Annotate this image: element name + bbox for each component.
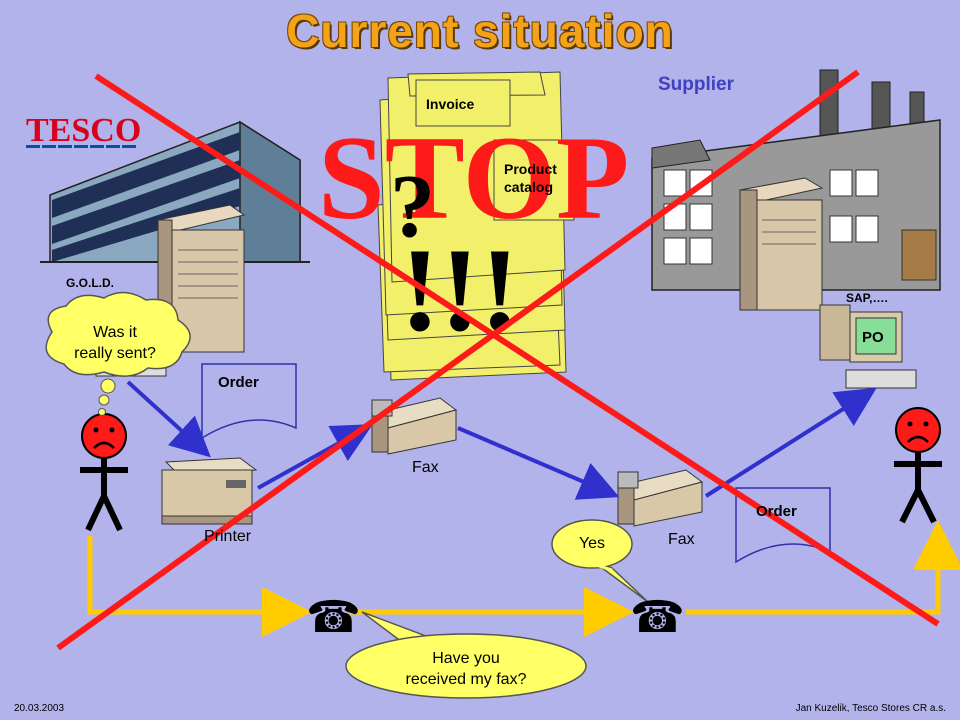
phone-right-icon: ☎ [630, 592, 685, 643]
fax-right-label: Fax [668, 531, 695, 548]
product-catalog-label: Product catalog [504, 160, 557, 196]
sap-server-icon [738, 177, 824, 311]
tesco-logo-text: TESCO [26, 112, 141, 149]
order-left-label: Order [218, 374, 259, 391]
fax-left-icon [370, 397, 458, 455]
question-mark: ? [390, 157, 435, 256]
speech-bubble-received [345, 611, 587, 699]
red-cross-icon [56, 69, 940, 651]
fax-right-icon [616, 469, 704, 527]
phone-line [87, 520, 960, 637]
printer-icon [161, 457, 258, 525]
gold-label: G.O.L.D. [66, 276, 114, 290]
sap-label: SAP,…. [846, 291, 888, 305]
supplier-pc-icon [819, 304, 917, 389]
bubble-sent-text: Was it really sent? [50, 322, 180, 364]
arrow-fax-to-supplier-pc [704, 387, 877, 498]
product-catalog-paper [493, 139, 575, 221]
order-right-label: Order [756, 503, 797, 520]
phone-left-icon: ☎ [306, 592, 361, 643]
supplier-label: Supplier [658, 74, 735, 95]
footer-date: 20.03.2003 [14, 703, 65, 714]
person-right-icon [894, 407, 942, 524]
tesco-logo: TESCO [26, 112, 141, 149]
bubble-received-line2: received my fax? [405, 671, 527, 688]
slide-title: Current situation [286, 5, 674, 57]
bubble-received-line1: Have you [432, 650, 500, 667]
speech-bubble-yes [551, 519, 649, 603]
exclamation-marks: !!! [400, 223, 520, 356]
footer-author: Jan Kuzelik, Tesco Stores CR a.s. [795, 703, 946, 714]
person-left-icon [80, 413, 128, 532]
printer-label: Printer [204, 528, 252, 545]
thought-bubble-sent [45, 291, 191, 416]
stop-text: STOP [318, 111, 629, 244]
product-catalog-line1: Product [504, 161, 557, 177]
bubble-received-text: Have you received my fax? [366, 648, 566, 690]
invoice-paper [415, 79, 511, 127]
po-label: PO [862, 329, 884, 346]
tesco-building-icon [40, 120, 310, 263]
invoice-label: Invoice [426, 96, 475, 112]
bubble-yes-text: Yes [578, 535, 606, 552]
fax-left-label: Fax [412, 459, 439, 476]
bubble-sent-line1: Was it [93, 324, 137, 341]
tesco-logo-stripes [26, 145, 136, 148]
arrow-fax-to-fax [457, 426, 620, 500]
arrow-pc-to-printer [126, 380, 211, 458]
bubble-sent-line2: really sent? [74, 345, 156, 362]
paper-stack-icon [377, 71, 575, 381]
product-catalog-line2: catalog [504, 179, 554, 195]
